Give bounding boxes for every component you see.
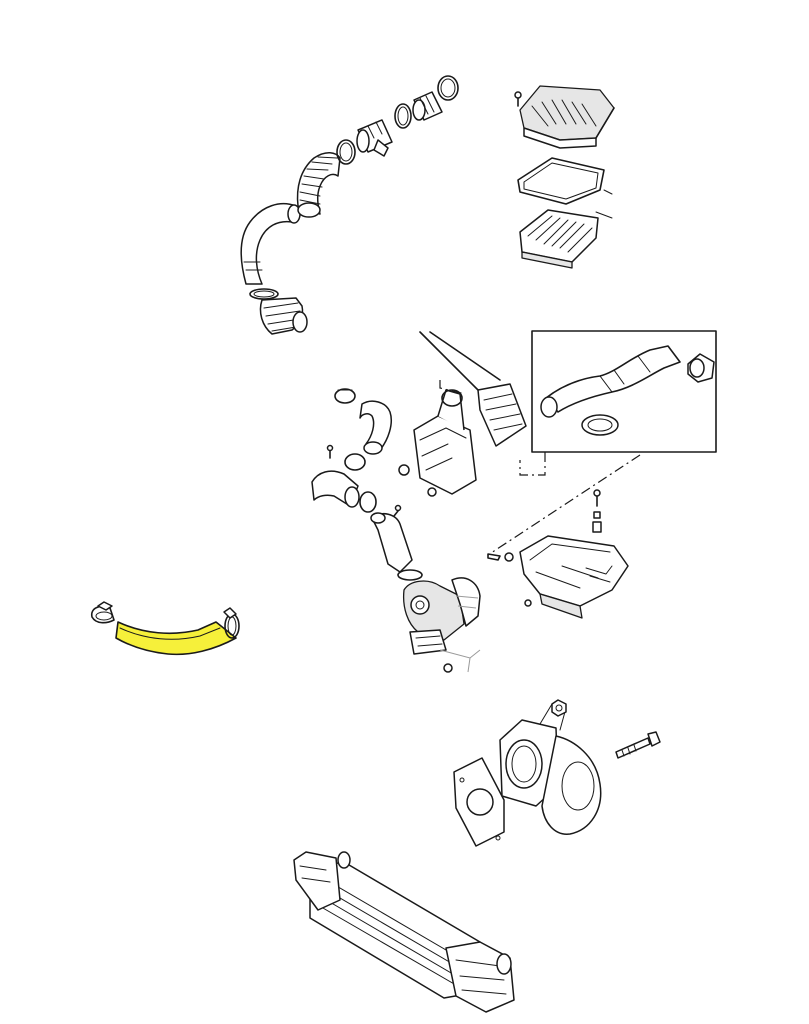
- grommet-1[interactable]: [593, 511, 601, 519]
- upper-clamp-2[interactable]: [394, 103, 412, 129]
- mid-clamp[interactable]: [334, 388, 356, 404]
- throttle-body[interactable]: [499, 703, 602, 835]
- upper-clamp-1[interactable]: [336, 139, 356, 165]
- bolt-1[interactable]: [326, 444, 334, 452]
- intercooler[interactable]: [293, 851, 515, 1013]
- washer-1[interactable]: [524, 599, 532, 607]
- throttle-nut[interactable]: [551, 699, 567, 717]
- guide-line-3: [439, 380, 466, 395]
- nut-1[interactable]: [504, 552, 514, 562]
- leader-line-housing-2: [429, 331, 501, 381]
- leader-line-housing: [419, 331, 479, 391]
- turbocharger[interactable]: [402, 577, 481, 673]
- corrugated-bellows[interactable]: [296, 152, 341, 218]
- resonator-housing[interactable]: [398, 389, 477, 497]
- mid-clamp-3[interactable]: [359, 491, 377, 513]
- mid-clamp-2[interactable]: [344, 453, 366, 471]
- air-cleaner-cover[interactable]: [514, 85, 615, 149]
- detail-inset: [531, 330, 717, 453]
- airflow-sensor[interactable]: [356, 119, 393, 157]
- charge-pipe[interactable]: [370, 512, 413, 573]
- highlighted-hose[interactable]: [115, 621, 237, 656]
- intake-pipe-left[interactable]: [311, 470, 360, 508]
- air-filter-element[interactable]: [519, 209, 599, 269]
- lower-bellows-elbow[interactable]: [259, 297, 308, 335]
- leader-line-gasket: [603, 189, 613, 195]
- bolt-4[interactable]: [593, 489, 601, 497]
- clamp-right[interactable]: [223, 607, 240, 639]
- throttle-gasket[interactable]: [453, 757, 505, 847]
- resonator-seal[interactable]: [441, 389, 463, 407]
- mid-short-hose[interactable]: [359, 400, 392, 455]
- clamp-left[interactable]: [90, 601, 115, 624]
- air-cleaner-base[interactable]: [519, 535, 629, 619]
- curved-intake-pipe[interactable]: [240, 202, 301, 285]
- lower-clamp[interactable]: [249, 288, 279, 300]
- throttle-bolt[interactable]: [615, 731, 661, 759]
- duct-connector[interactable]: [412, 91, 443, 121]
- screw-1[interactable]: [487, 553, 501, 561]
- intake-duct-assembly[interactable]: [240, 75, 459, 335]
- resonator-filter-box[interactable]: [477, 383, 527, 447]
- turbo-clamp[interactable]: [397, 569, 423, 581]
- bolt-3[interactable]: [394, 504, 402, 512]
- detail-coupler[interactable]: [540, 396, 558, 418]
- upper-clamp-3[interactable]: [437, 75, 459, 101]
- leader-line-filter: [595, 211, 613, 219]
- detail-hose[interactable]: [545, 345, 681, 413]
- grommet-2[interactable]: [592, 521, 602, 533]
- air-cleaner-gasket[interactable]: [517, 157, 605, 205]
- guide-line-1: [519, 452, 546, 476]
- detail-seal-ring[interactable]: [581, 414, 619, 436]
